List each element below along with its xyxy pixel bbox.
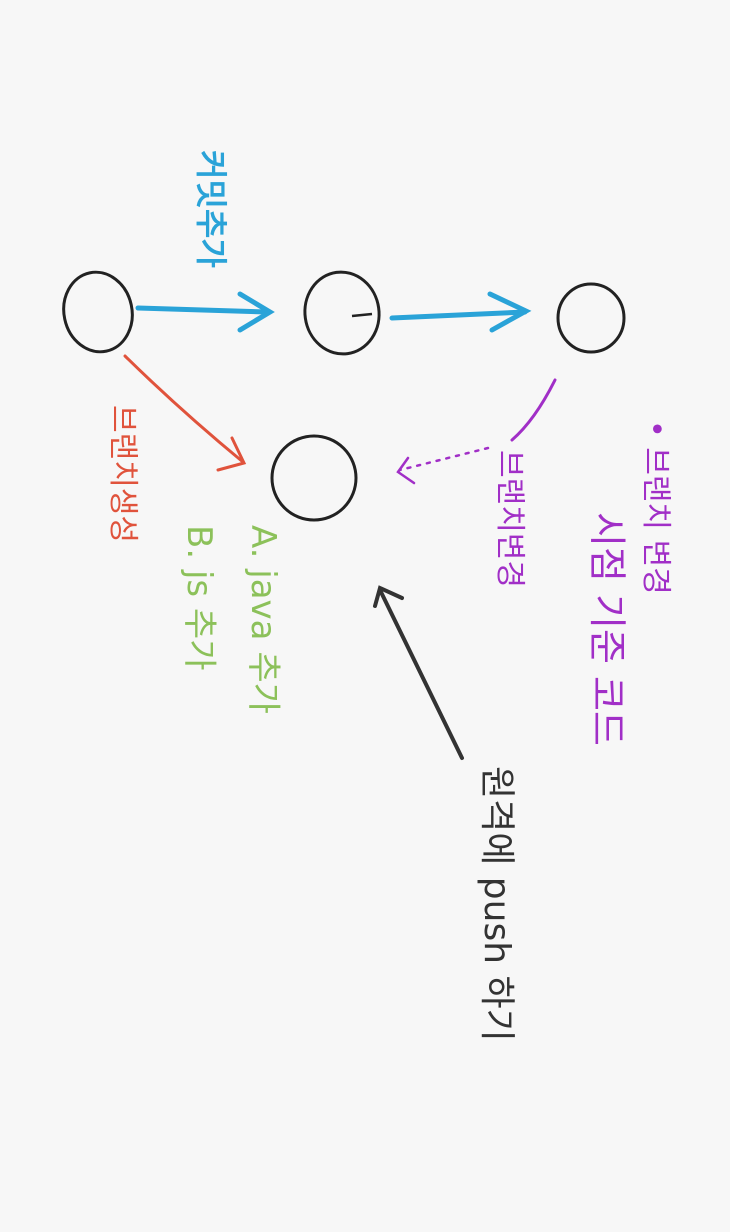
purple-curve	[510, 378, 557, 442]
label-note-line2: 시점 기준 코드	[585, 512, 629, 746]
branch-node	[270, 434, 358, 522]
blue-arrow-1	[135, 291, 275, 333]
commit-node-1	[62, 270, 134, 354]
black-arrow	[373, 585, 464, 760]
node-2-tick	[351, 312, 373, 318]
commit-node-2	[303, 270, 381, 356]
label-note-line1: • 브랜치 변경	[638, 420, 673, 595]
red-arrow	[123, 354, 247, 472]
label-push-remote: 원격에 push 하기	[476, 766, 517, 1042]
label-branch-change: 브랜치변경	[492, 450, 527, 588]
label-java-add: A. java 추가	[243, 525, 283, 714]
purple-dotted-arrow	[396, 446, 490, 485]
blue-arrow-2	[389, 291, 532, 333]
label-commit-add: 커밋추가	[192, 150, 230, 268]
commit-node-3	[556, 282, 626, 354]
label-js-add: B. js 추가	[179, 525, 219, 670]
label-branch-create: 브랜치생성	[105, 405, 140, 543]
